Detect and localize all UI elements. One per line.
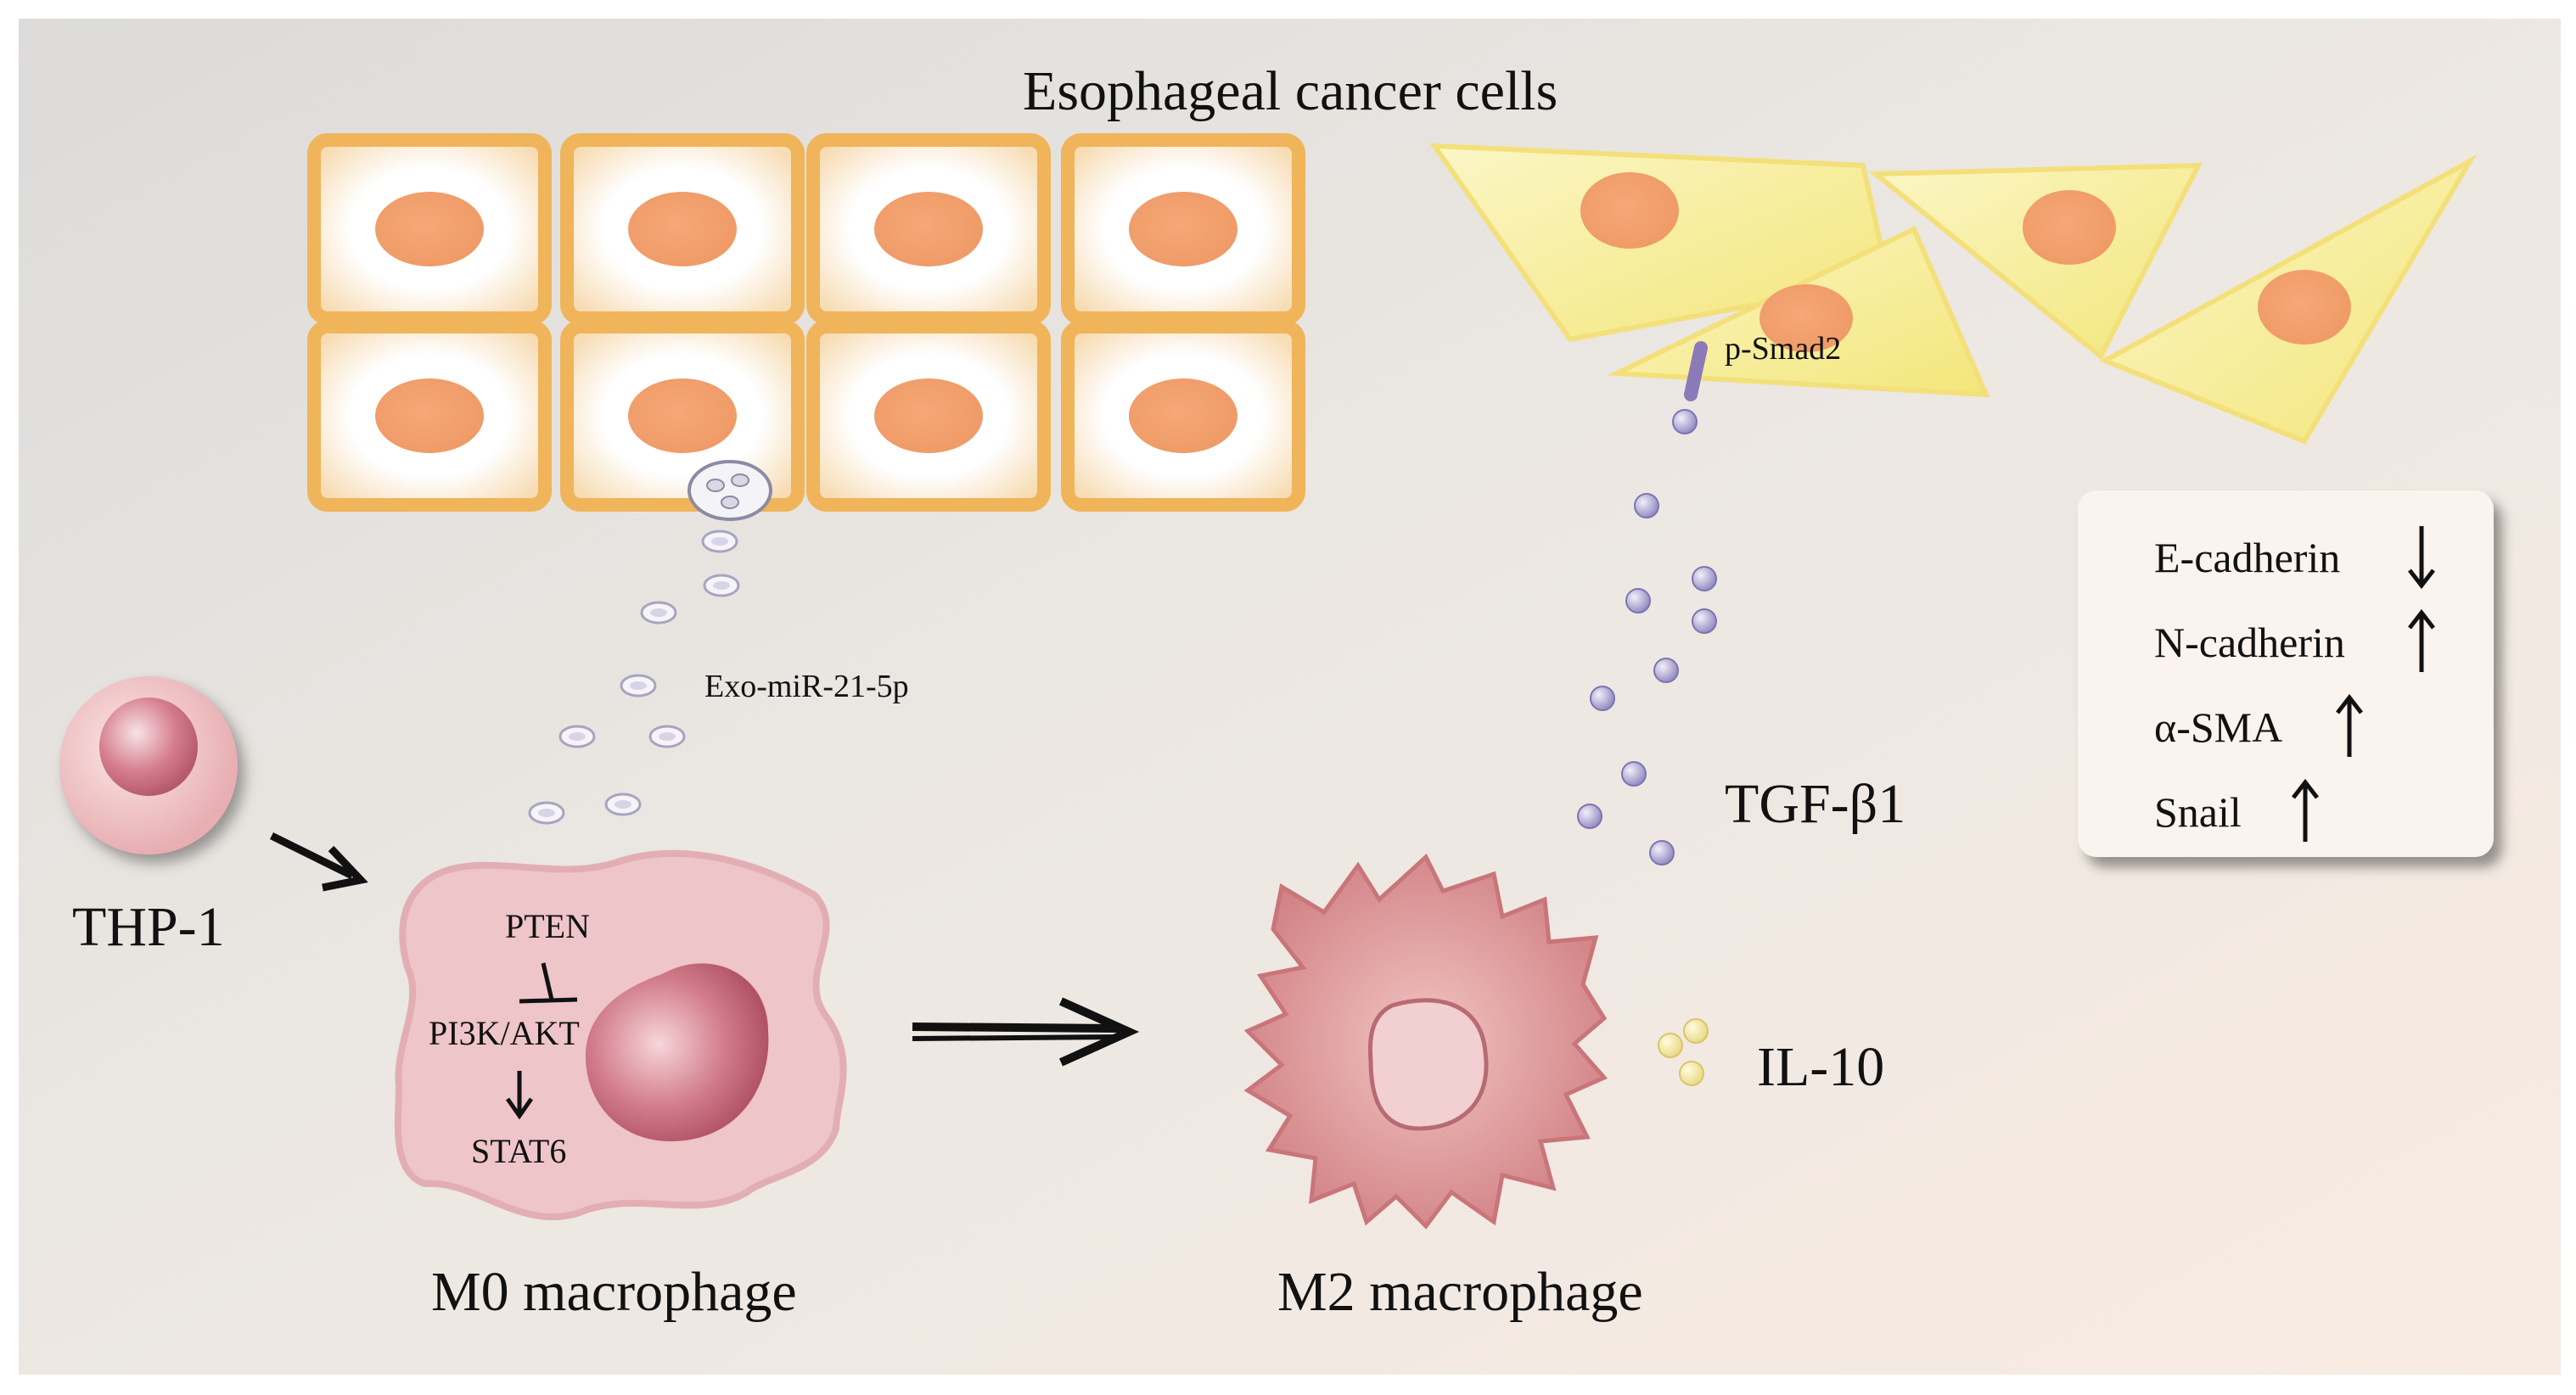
tgf-beta-particle	[1590, 686, 1615, 711]
exosome-label: Exo-miR-21-5p	[704, 669, 909, 704]
exosome-core	[659, 732, 676, 741]
exosomes	[528, 460, 772, 825]
emt-marker-label: Snail	[2154, 788, 2242, 836]
m0-label: M0 macrophage	[431, 1261, 797, 1323]
epithelial-cell-grid	[307, 133, 1305, 512]
tgf-beta-particle	[1692, 566, 1717, 591]
thp1-label: THP-1	[72, 896, 225, 958]
tgf-beta-particle	[1625, 588, 1651, 613]
up-arrow-icon	[2408, 608, 2435, 672]
exosome-core	[615, 800, 631, 809]
tgf-beta-particle	[1649, 840, 1675, 866]
m2-macrophage	[1243, 853, 1608, 1230]
tgf-beta-label: TGF-β1	[1725, 773, 1906, 835]
tgf-beta-particle	[1672, 409, 1698, 434]
tgf-beta-particles	[1577, 409, 1717, 866]
diagram-title: Esophageal cancer cells	[1023, 60, 1558, 122]
il10-particles	[1658, 1018, 1709, 1086]
mesenchymal-cells	[1429, 143, 2478, 445]
tgf-beta-particle	[1653, 658, 1679, 683]
mesenchymal-nucleus	[2258, 270, 2351, 345]
exosome-core	[569, 732, 586, 741]
il10-particle	[1679, 1061, 1704, 1086]
up-arrow-icon	[2336, 693, 2363, 757]
pi3k-stat6-arrow	[505, 1071, 534, 1120]
emt-marker-box: E-cadherin N-cadherin α-SMA Snail	[2078, 490, 2494, 857]
cell-nucleus	[874, 378, 983, 453]
emt-marker-label: N-cadherin	[2154, 619, 2345, 666]
exosome-core	[711, 537, 728, 546]
pi3k-akt-label: PI3K/AKT	[429, 1014, 580, 1052]
polarization-arrow	[912, 997, 1140, 1067]
receptor	[1684, 341, 1708, 401]
tgf-beta-particle	[1621, 761, 1647, 787]
tgf-beta-particle	[1692, 608, 1717, 634]
stat6-label: STAT6	[471, 1132, 567, 1170]
multivesicular-body	[687, 460, 772, 521]
psmad2-label: p-Smad2	[1725, 331, 1842, 367]
mesenchymal-nucleus	[1759, 284, 1853, 352]
emt-marker-label: E-cadherin	[2154, 534, 2341, 581]
m0-macrophage	[394, 849, 847, 1221]
mesenchymal-nucleus	[2023, 190, 2116, 265]
cell-nucleus	[628, 378, 737, 453]
differentiation-arrow	[270, 832, 368, 892]
up-arrow-icon	[2292, 778, 2319, 842]
exosome-core	[630, 681, 647, 690]
il10-particle	[1658, 1033, 1683, 1058]
cell-nucleus	[628, 192, 737, 266]
cell-nucleus	[874, 192, 983, 266]
thp1-cell	[59, 676, 238, 854]
il10-particle	[1683, 1018, 1709, 1044]
mesenchymal-cell	[1868, 162, 2203, 361]
cell-nucleus	[375, 378, 484, 453]
exosome-core	[538, 809, 555, 817]
emt-marker-label: α-SMA	[2154, 703, 2283, 751]
down-arrow-icon	[2408, 526, 2435, 590]
exosome-core	[713, 581, 730, 590]
exosome-core	[650, 608, 667, 617]
cell-nucleus	[1129, 192, 1237, 266]
m2-label: M2 macrophage	[1277, 1261, 1643, 1323]
cell-nucleus	[375, 192, 484, 266]
pten-inhibition-mark	[519, 962, 578, 1004]
tgf-beta-particle	[1634, 493, 1659, 518]
pten-label: PTEN	[505, 907, 590, 945]
tgf-beta-particle	[1577, 804, 1602, 829]
il10-label: IL-10	[1757, 1036, 1885, 1098]
mesenchymal-nucleus	[1580, 172, 1679, 249]
cell-nucleus	[1129, 378, 1237, 453]
